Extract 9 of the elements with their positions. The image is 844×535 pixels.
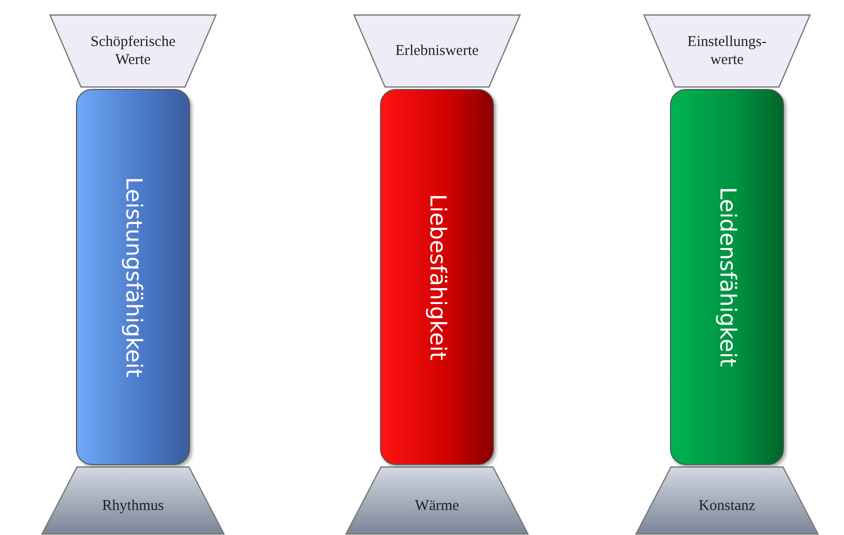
capital-label: Schöpferische Werte — [90, 33, 176, 69]
pillar-label: Leidensfähigkeit — [714, 187, 740, 367]
capital-label: Einstellungs- werte — [686, 33, 768, 69]
pillar-label: Liebesfähigkeit — [424, 194, 450, 360]
base-label: Wärme — [414, 496, 460, 514]
pillar-label: Leistungsfähigkeit — [120, 176, 146, 378]
base-label: Rhythmus — [102, 496, 164, 514]
capital-label: Erlebniswerte — [395, 42, 479, 60]
base-label: Konstanz — [698, 496, 756, 514]
